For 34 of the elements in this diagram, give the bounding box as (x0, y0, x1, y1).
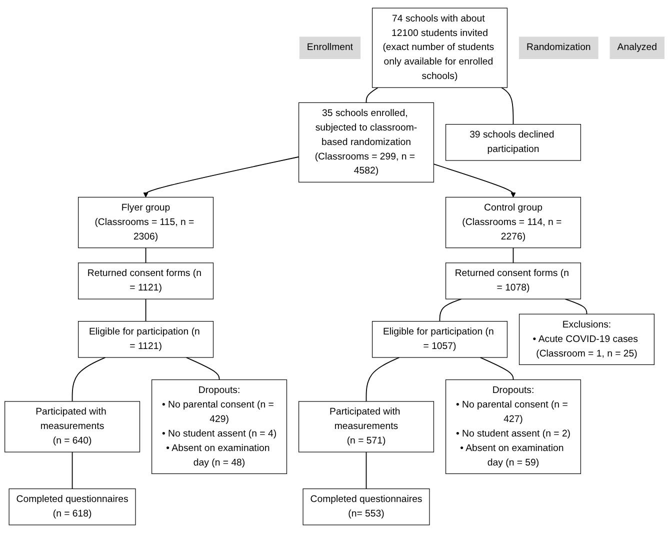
connector (366, 87, 378, 104)
node-box: Analyzed (610, 36, 664, 59)
node-box: 39 schools declined participation (445, 124, 581, 161)
connector (512, 247, 514, 264)
node-box: Participated with measurements (n = 640) (4, 401, 140, 452)
node-box: Participated with measurements (n = 571) (298, 401, 434, 452)
node-box: Randomization (518, 36, 598, 59)
node-box: Control group (Classrooms = 114, n = 2276) (445, 196, 581, 248)
node-box: Enrollment (299, 36, 361, 59)
arrow (433, 164, 516, 198)
connector (186, 357, 220, 380)
node-box: Completed questionnaires (n = 618) (8, 488, 136, 526)
node-box: Eligible for participation (n = 1057) (372, 321, 508, 358)
node-box: Dropouts: • No parental consent (n = 429) • No student assent (n = 4) • Absent on examination day (n = 48) (152, 379, 288, 474)
connector (145, 247, 146, 264)
arrow (143, 156, 300, 198)
node-box: 74 schools with about 12100 students invited (exact number of students only available for enrolled schools) (372, 8, 508, 88)
connector (439, 298, 462, 322)
node-box: Eligible for participation (n = 1121) (78, 321, 214, 358)
connector (72, 357, 106, 402)
connector (564, 298, 588, 315)
node-box: Completed questionnaires (n= 553) (302, 488, 430, 526)
connector (366, 357, 400, 402)
connector (145, 298, 146, 322)
connector (501, 87, 514, 125)
node-box: Dropouts: • No parental consent (n = 427) • No student assent (n = 2) • Absent on examination day (n = 59) (445, 379, 581, 474)
node-box: Returned consent forms (n = 1078) (445, 262, 581, 300)
connector (72, 452, 73, 490)
node-box: 35 schools enrolled, subjected to classroom-based randomization (Classrooms = 299, n = 4582) (298, 102, 434, 182)
node-box: Returned consent forms (n = 1121) (78, 262, 214, 300)
connector (366, 452, 367, 490)
node-box: Exclusions: • Acute COVID-19 cases (Classroom = 1, n = 25) (518, 314, 654, 365)
connector (480, 357, 514, 380)
node-box: Flyer group (Classrooms = 115, n = 2306) (78, 196, 214, 248)
